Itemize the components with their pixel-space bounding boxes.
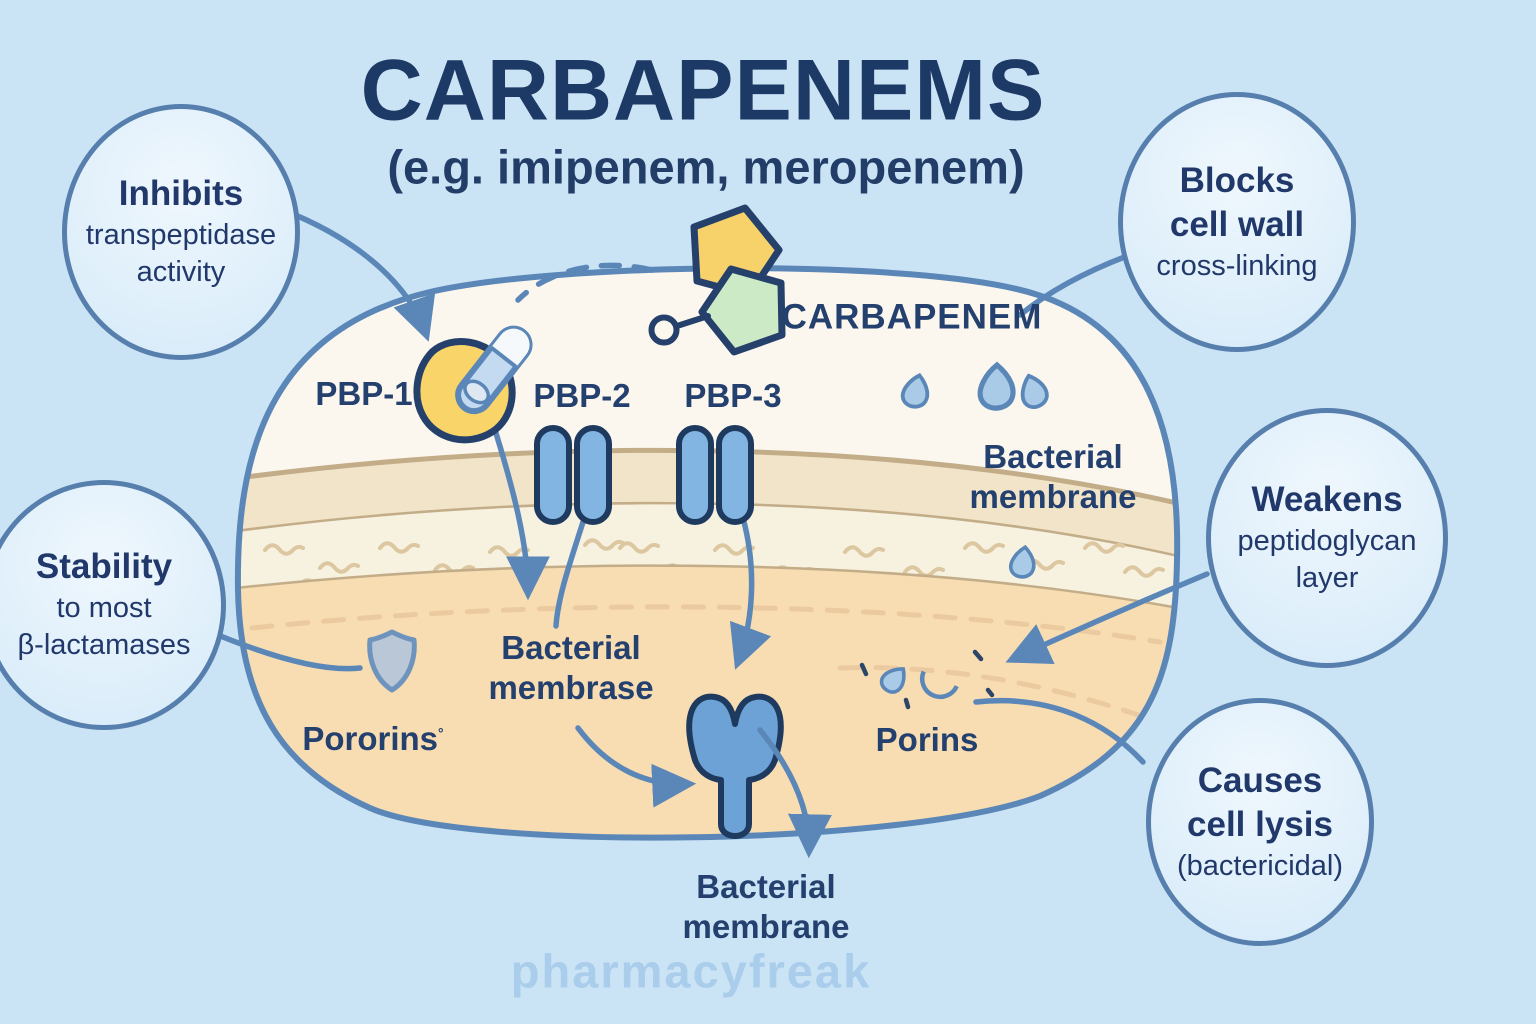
bubble-weakens-peptidoglycan: Weakens peptidoglycan layer [1206, 408, 1448, 668]
bubble-inhibits-transpeptidase: Inhibits transpeptidase activity [62, 104, 300, 360]
label-pbp3: PBP-3 [684, 376, 782, 414]
arrow-membrase-to-porin-channel [575, 725, 697, 808]
label-porins: Porins [875, 720, 979, 758]
bubble-line: transpeptidase [85, 219, 277, 252]
label-pbp1: PBP-1 [315, 374, 413, 412]
shield-icon [367, 629, 417, 693]
bubble-line: Weakens [1251, 480, 1403, 520]
label-carbapenem: CARBAPENEM [781, 297, 1043, 337]
arrow-pbp1-down [492, 427, 550, 601]
bubble-line: (bactericidal) [1177, 850, 1343, 883]
bubble-causes-lysis: Causes cell lysis (bactericidal) [1146, 698, 1374, 946]
arrow-porin-to-bottom-membrane [757, 727, 832, 859]
carbapenem-molecule-icon [648, 204, 786, 356]
watermark-pharmacyfreak: pharmacyfreak [510, 944, 872, 998]
bubble-line: cross-linking [1156, 250, 1318, 283]
arrow-weakens-to-porins [1005, 571, 1210, 665]
bubble-line: activity [136, 256, 226, 289]
bubble-line: Blocks [1179, 160, 1295, 200]
label-pororins: Pororins° [302, 719, 444, 757]
label-bacterial-membrane-right: Bacterial membrane [969, 437, 1137, 515]
bubble-line: to most [56, 592, 152, 625]
bubble-blocks-crosslinking: Blocks cell wall cross-linking [1118, 92, 1356, 352]
connector-porins-to-causes [973, 698, 1146, 765]
line-pbp2-down [553, 519, 586, 629]
label-bacterial-membrase: Bacterial membrase [488, 628, 654, 706]
bubble-line: cell wall [1169, 205, 1305, 245]
bubble-line: peptidoglycan [1237, 525, 1417, 558]
label-pbp2: PBP-2 [533, 376, 631, 414]
cell-outline [234, 265, 1181, 841]
label-bacterial-membrane-bottom: Bacterial membrane [682, 867, 850, 945]
bubble-line: Stability [35, 547, 173, 587]
pbp2-channel-icon [534, 425, 612, 525]
bubble-line: Causes [1197, 760, 1323, 800]
carbapenem-capsule-icon [455, 325, 533, 415]
bubble-line: Inhibits [118, 174, 244, 214]
dashed-path-molecule-to-pbp1 [515, 262, 655, 303]
bubble-line: cell lysis [1187, 805, 1333, 845]
connector-blocks-to-cell [1017, 253, 1130, 318]
connector-stability-to-shield [203, 627, 363, 672]
bubble-stability-lactamases: Stability to most β-lactamases [0, 480, 226, 730]
bubble-line: β-lactamases [17, 629, 191, 662]
page-title: CARBAPENEMS [360, 42, 1046, 139]
page-subtitle: (e.g. imipenem, meropenem) [387, 140, 1025, 194]
arrow-inhibits-to-pbp1 [280, 207, 436, 342]
bubble-line: layer [1295, 562, 1359, 595]
peptidoglycan-zone [238, 504, 1177, 609]
pbp3-channel-icon [676, 425, 754, 525]
arrow-pbp3-to-porin-channel [729, 515, 772, 670]
